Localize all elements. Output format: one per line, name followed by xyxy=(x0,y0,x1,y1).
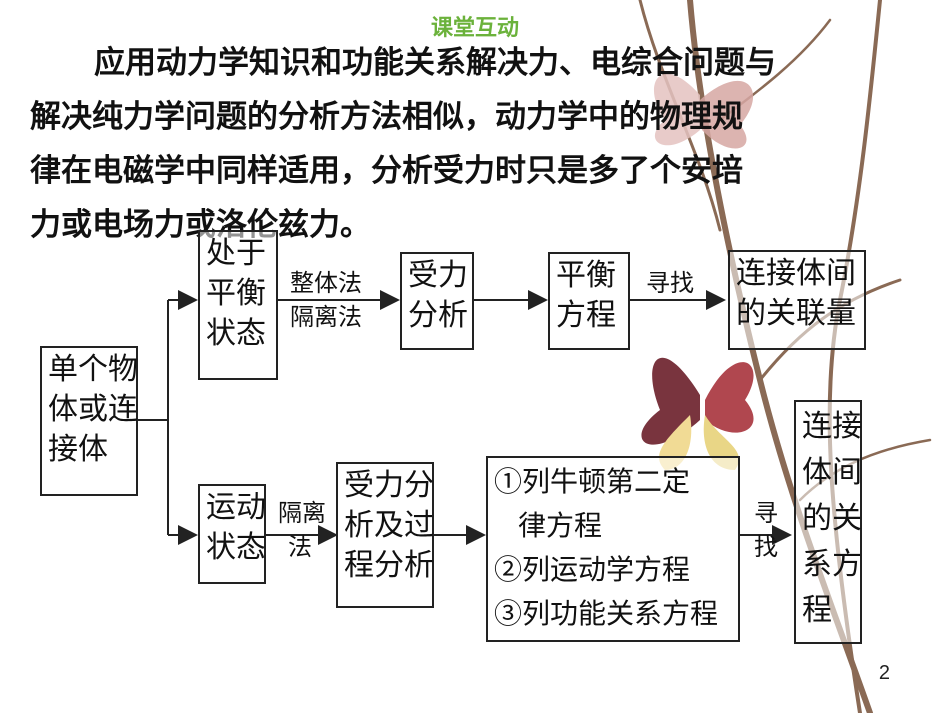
box-force-and-process-analysis: 受力分 析及过 程分析 xyxy=(336,462,434,608)
paragraph-line-1: 应用动力学知识和功能关系解决力、电综合问题与 xyxy=(94,45,776,81)
box-connected-body-relation: 连接体间 的关联量 xyxy=(728,250,866,350)
box-force-analysis-top: 受力 分析 xyxy=(400,252,474,350)
butterfly-top xyxy=(653,73,754,149)
label-bottom-find: 寻 找 xyxy=(754,499,778,561)
box-single-or-connected-body: 单个物 体或连 接体 xyxy=(40,346,138,496)
paragraph-line-3: 律在电磁学中同样适用，分析受力时只是多了个安培 xyxy=(30,153,743,189)
box-motion-state: 运动 状态 xyxy=(198,484,266,584)
label-top-method: 整体法 隔离法 xyxy=(290,269,362,331)
paragraph-line-2: 解决纯力学问题的分析方法相似，动力学中的物理规 xyxy=(30,99,743,135)
box-equilibrium-equation: 平衡 方程 xyxy=(548,252,630,350)
section-header: 课堂互动 xyxy=(430,15,519,41)
label-bottom-method: 隔离 法 xyxy=(278,499,326,561)
label-top-find: 寻找 xyxy=(646,269,694,297)
page-number: 2 xyxy=(878,662,890,684)
box-equation-list: ①列牛顿第二定 律方程 ②列运动学方程 ③列功能关系方程 xyxy=(486,456,740,642)
box-equilibrium-state: 处于 平衡 状态 xyxy=(198,230,278,380)
connector-start-branch xyxy=(138,300,169,535)
box-connected-body-equation: 连接 体间 的关 系方 程 xyxy=(794,400,862,644)
